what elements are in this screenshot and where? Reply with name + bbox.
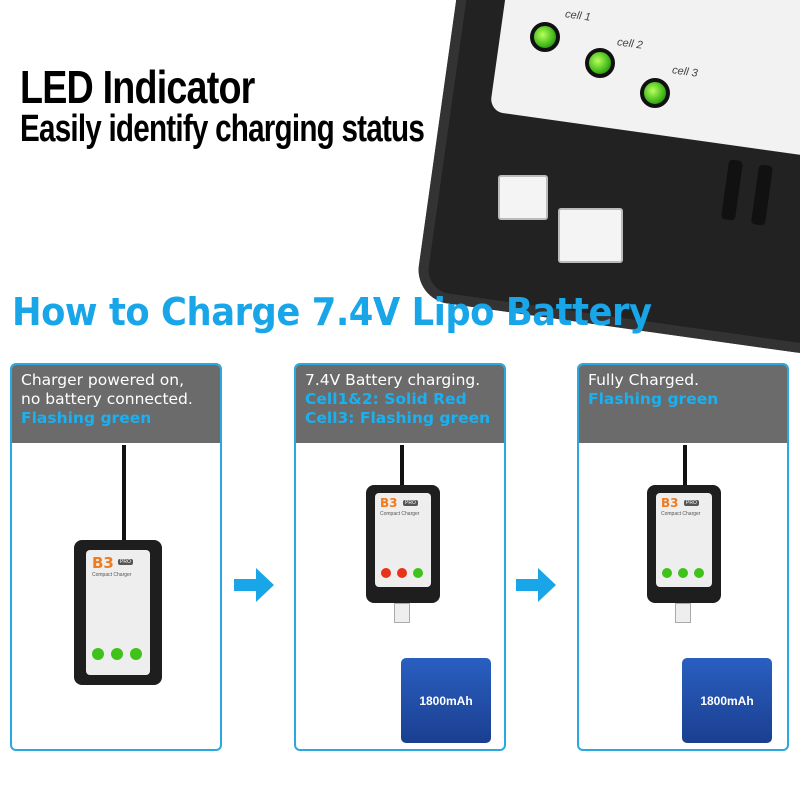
power-cable bbox=[122, 445, 126, 555]
charger: B3 PRO Compact Charger bbox=[647, 485, 721, 603]
balance-port bbox=[558, 208, 623, 263]
step-panel-2: 7.4V Battery charging. Cell1&2: Solid Re… bbox=[294, 363, 506, 751]
battery-capacity: 1800mAh bbox=[700, 693, 754, 708]
brand-logo: B3 bbox=[661, 496, 679, 510]
step-status: Cell3: Flashing green bbox=[305, 409, 491, 427]
power-cable bbox=[683, 445, 687, 490]
led-green bbox=[662, 568, 672, 578]
battery: 1800mAh bbox=[401, 658, 491, 743]
headline-title: LED Indicator bbox=[20, 61, 255, 113]
balance-plug bbox=[394, 603, 410, 623]
section-title: How to Charge 7.4V Lipo Battery bbox=[12, 290, 652, 334]
charger: B3 PRO Compact Charger bbox=[74, 540, 162, 685]
product-name: Compact Charger bbox=[661, 511, 701, 517]
headline-subtitle: Easily identify charging status bbox=[20, 108, 425, 150]
step-panel-3: Fully Charged. Flashing green B3 PRO Com… bbox=[577, 363, 789, 751]
brand-logo: B3 bbox=[92, 554, 114, 572]
product-name: Compact Charger bbox=[92, 572, 132, 578]
balance-plug bbox=[675, 603, 691, 623]
pro-badge: PRO bbox=[118, 559, 133, 565]
step-text: Fully Charged. bbox=[588, 371, 699, 389]
step-text: no battery connected. bbox=[21, 390, 193, 408]
charger-face: B3 PRO Compact Charger bbox=[656, 493, 712, 587]
charger-face: B3 PRO Compact Charger bbox=[86, 550, 150, 675]
step-status: Flashing green bbox=[588, 390, 719, 408]
step-header: Charger powered on, no battery connected… bbox=[12, 365, 220, 443]
step-panel-1: Charger powered on, no battery connected… bbox=[10, 363, 222, 751]
arrow-right-icon bbox=[516, 568, 556, 602]
brand-logo: B3 bbox=[380, 496, 398, 510]
led-green bbox=[111, 648, 123, 660]
product-name: Compact Charger bbox=[380, 511, 420, 517]
led-green bbox=[678, 568, 688, 578]
step-status: Cell1&2: Solid Red bbox=[305, 390, 467, 408]
battery-capacity: 1800mAh bbox=[419, 693, 473, 708]
led-green bbox=[92, 648, 104, 660]
charger: B3 PRO Compact Charger bbox=[366, 485, 440, 603]
pro-badge: PRO bbox=[684, 500, 699, 506]
pro-badge: PRO bbox=[403, 500, 418, 506]
step-status: Flashing green bbox=[21, 409, 152, 427]
charger-face: B3 PRO Compact Charger bbox=[375, 493, 431, 587]
led-red bbox=[397, 568, 407, 578]
led-green bbox=[694, 568, 704, 578]
led-green bbox=[413, 568, 423, 578]
led-red bbox=[381, 568, 391, 578]
step-text: 7.4V Battery charging. bbox=[305, 371, 481, 389]
step-header: 7.4V Battery charging. Cell1&2: Solid Re… bbox=[296, 365, 504, 443]
power-cable bbox=[400, 445, 404, 490]
arrow-right-icon bbox=[234, 568, 274, 602]
led-green bbox=[130, 648, 142, 660]
step-header: Fully Charged. Flashing green bbox=[579, 365, 787, 443]
led-cell-2 bbox=[585, 48, 615, 78]
balance-port bbox=[498, 175, 548, 220]
battery: 1800mAh bbox=[682, 658, 772, 743]
led-cell-3 bbox=[640, 78, 670, 108]
step-text: Charger powered on, bbox=[21, 371, 185, 389]
led-cell-1 bbox=[530, 22, 560, 52]
